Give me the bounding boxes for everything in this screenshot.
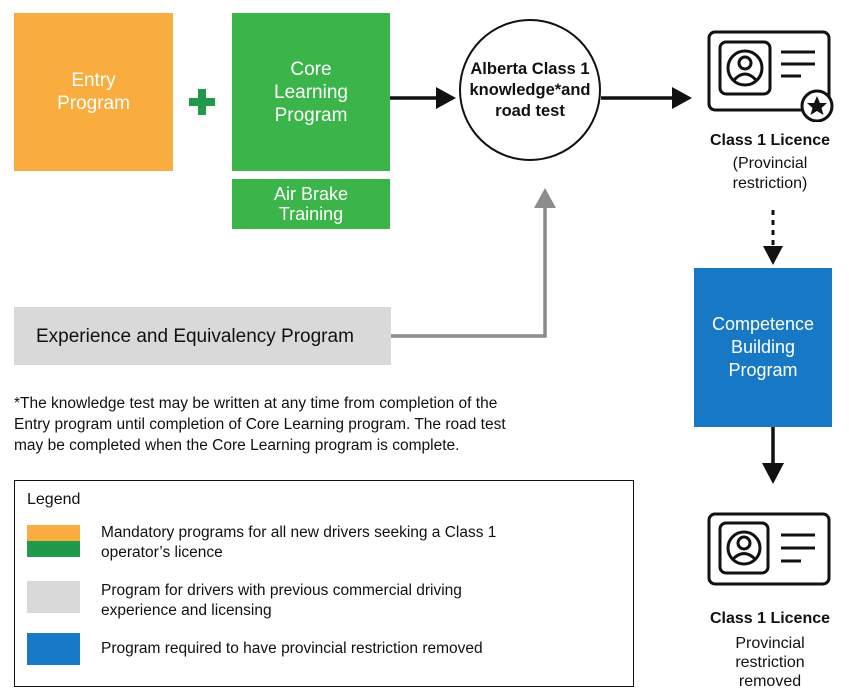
competence-building-program-box: Competence Building Program — [694, 268, 832, 427]
legend-text-competence: Program required to have provincial rest… — [101, 640, 483, 657]
licence-card-icon — [707, 512, 831, 586]
arrow-experience-to-test — [391, 188, 556, 338]
legend-swatch-mandatory — [27, 525, 80, 557]
arrow-competence-to-licence — [762, 427, 784, 484]
legend-swatch-competence — [27, 633, 80, 665]
air-brake-training-box: Air Brake Training — [232, 179, 390, 229]
arrow-test-to-licence — [601, 87, 692, 109]
licence-subtitle-provisional: (Provincial restriction) — [732, 155, 808, 192]
licence-subtitle-full: Provincial restriction removed — [735, 635, 805, 690]
knowledge-road-test-circle: Alberta Class 1 knowledge*and road test — [459, 19, 601, 161]
plus-icon — [189, 89, 215, 115]
knowledge-test-footnote: *The knowledge test may be written at an… — [14, 395, 506, 454]
core-learning-program-box: Core Learning Program — [232, 13, 390, 171]
licence-title-full: Class 1 Licence — [709, 610, 831, 627]
arrow-dashed-licence-to-competence — [763, 210, 783, 265]
experience-equivalency-program-box: Experience and Equivalency Program — [14, 307, 391, 365]
legend-swatch-green — [27, 541, 80, 557]
legend: Legend Mandatory programs for all new dr… — [14, 480, 634, 687]
licence-card-star-icon — [707, 30, 834, 122]
legend-text-experience: Program for drivers with previous commer… — [101, 582, 462, 619]
entry-program-box: Entry Program — [14, 13, 173, 171]
legend-title: Legend — [27, 491, 81, 508]
legend-swatch-orange — [27, 525, 80, 541]
licence-title-provisional: Class 1 Licence — [709, 132, 831, 149]
legend-swatch-experience — [27, 581, 80, 613]
legend-text-mandatory: Mandatory programs for all new drivers s… — [101, 524, 497, 561]
arrow-core-to-test — [390, 87, 456, 109]
